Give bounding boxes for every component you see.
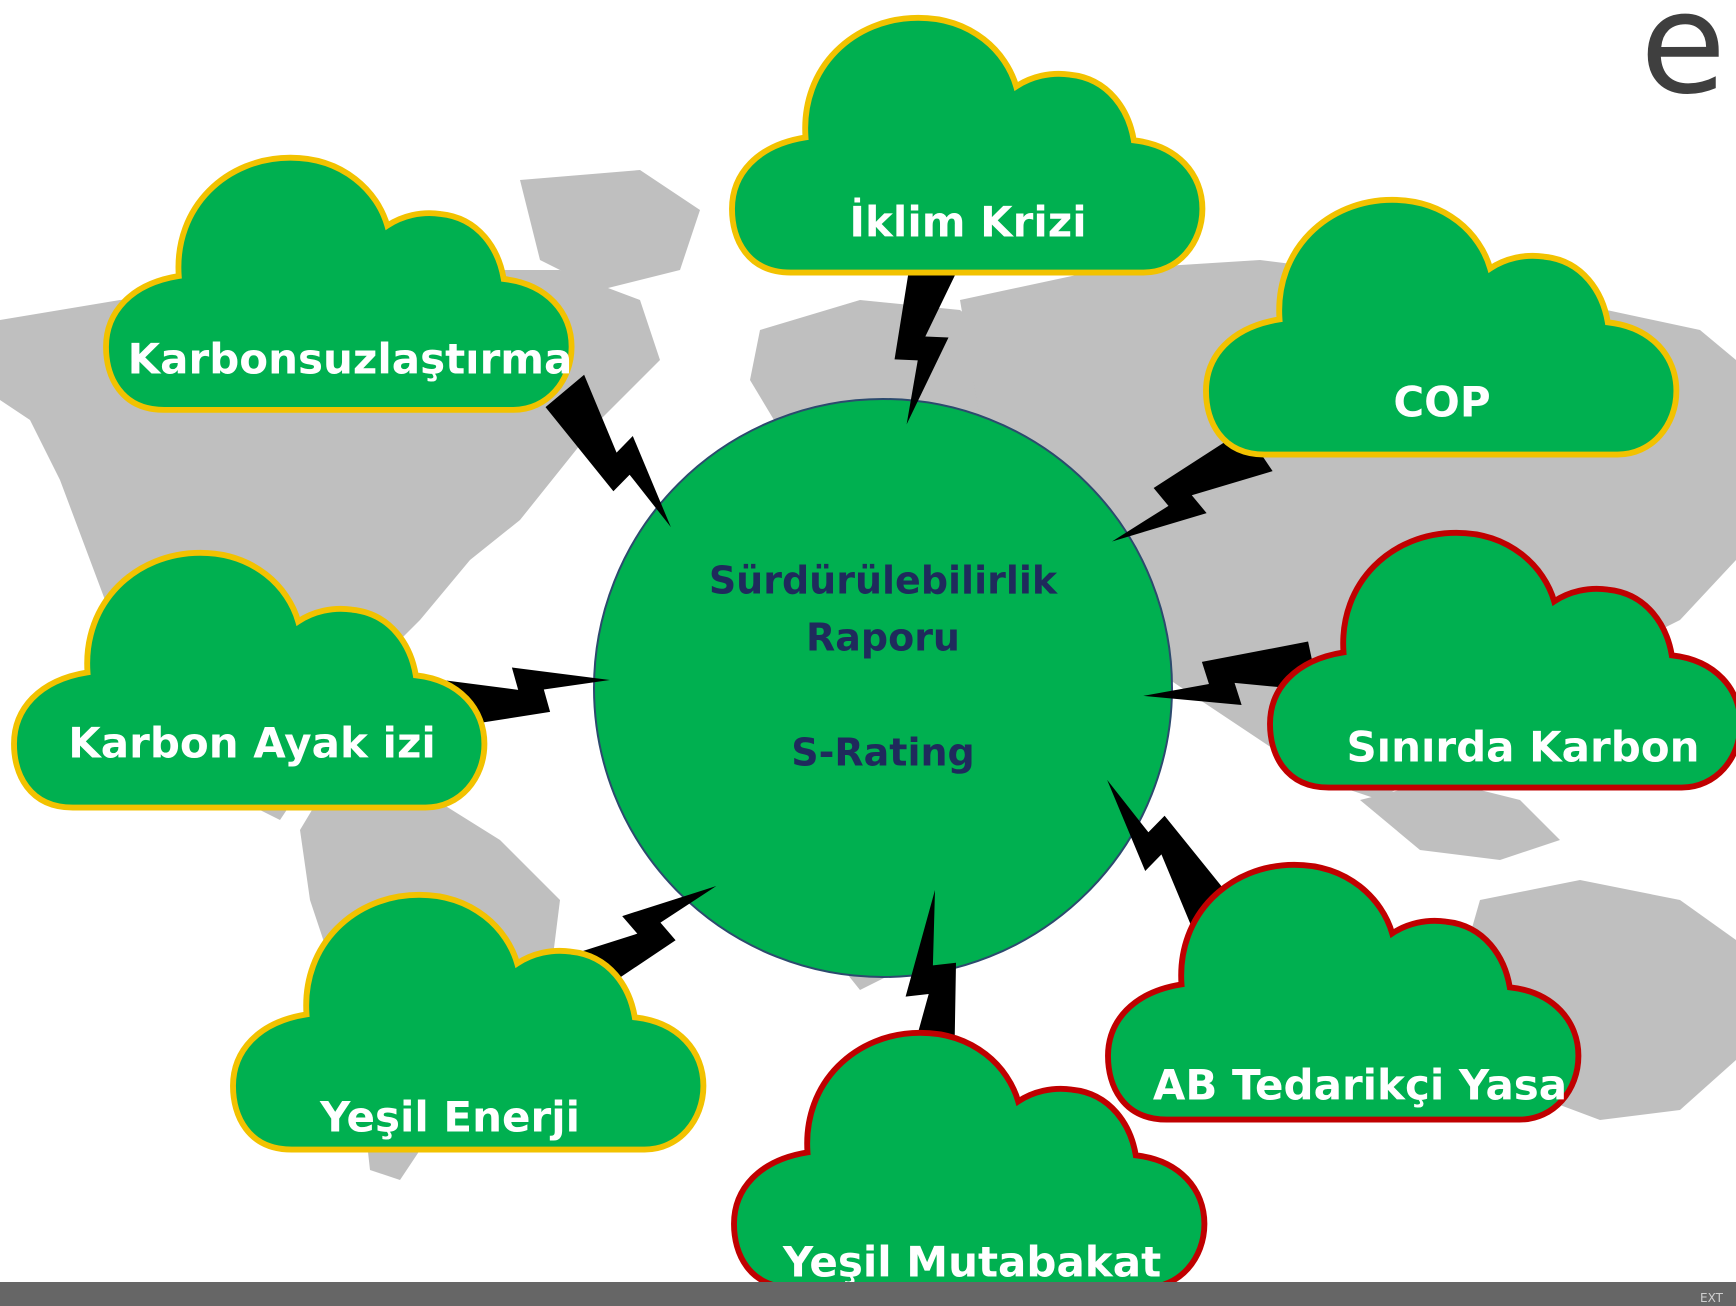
center-title-line1: Sürdürülebilirlik bbox=[709, 559, 1058, 603]
center-circle bbox=[593, 398, 1173, 978]
cloud-label-yesil-mutabakat: Yeşil Mutabakat bbox=[782, 1238, 1161, 1287]
logo-mark: e bbox=[1640, 0, 1726, 126]
center-node: Sürdürülebilirlik Raporu S-Rating bbox=[593, 398, 1173, 978]
cloud-label-iklim-krizi: İklim Krizi bbox=[849, 197, 1086, 247]
footer-bar bbox=[0, 1282, 1736, 1306]
cloud-label-karbonsuzlastirma: Karbonsuzlaştırma bbox=[128, 335, 573, 384]
cloud-label-karbon-ayak-izi: Karbon Ayak izi bbox=[68, 719, 436, 768]
cloud-label-cop: COP bbox=[1393, 378, 1490, 427]
center-rating-label: S-Rating bbox=[791, 731, 975, 775]
map-greenland bbox=[520, 170, 700, 290]
cloud-label-sinirda-karbon: Sınırda Karbon bbox=[1346, 723, 1699, 772]
footer-label: EXT bbox=[1700, 1291, 1724, 1305]
center-title-line2: Raporu bbox=[806, 616, 960, 660]
cloud-label-ab-tedarikci-yasa: AB Tedarikçi Yasa bbox=[1153, 1061, 1567, 1110]
map-southeast-asia bbox=[1360, 780, 1560, 860]
cloud-label-yesil-enerji: Yeşil Enerji bbox=[319, 1093, 580, 1142]
